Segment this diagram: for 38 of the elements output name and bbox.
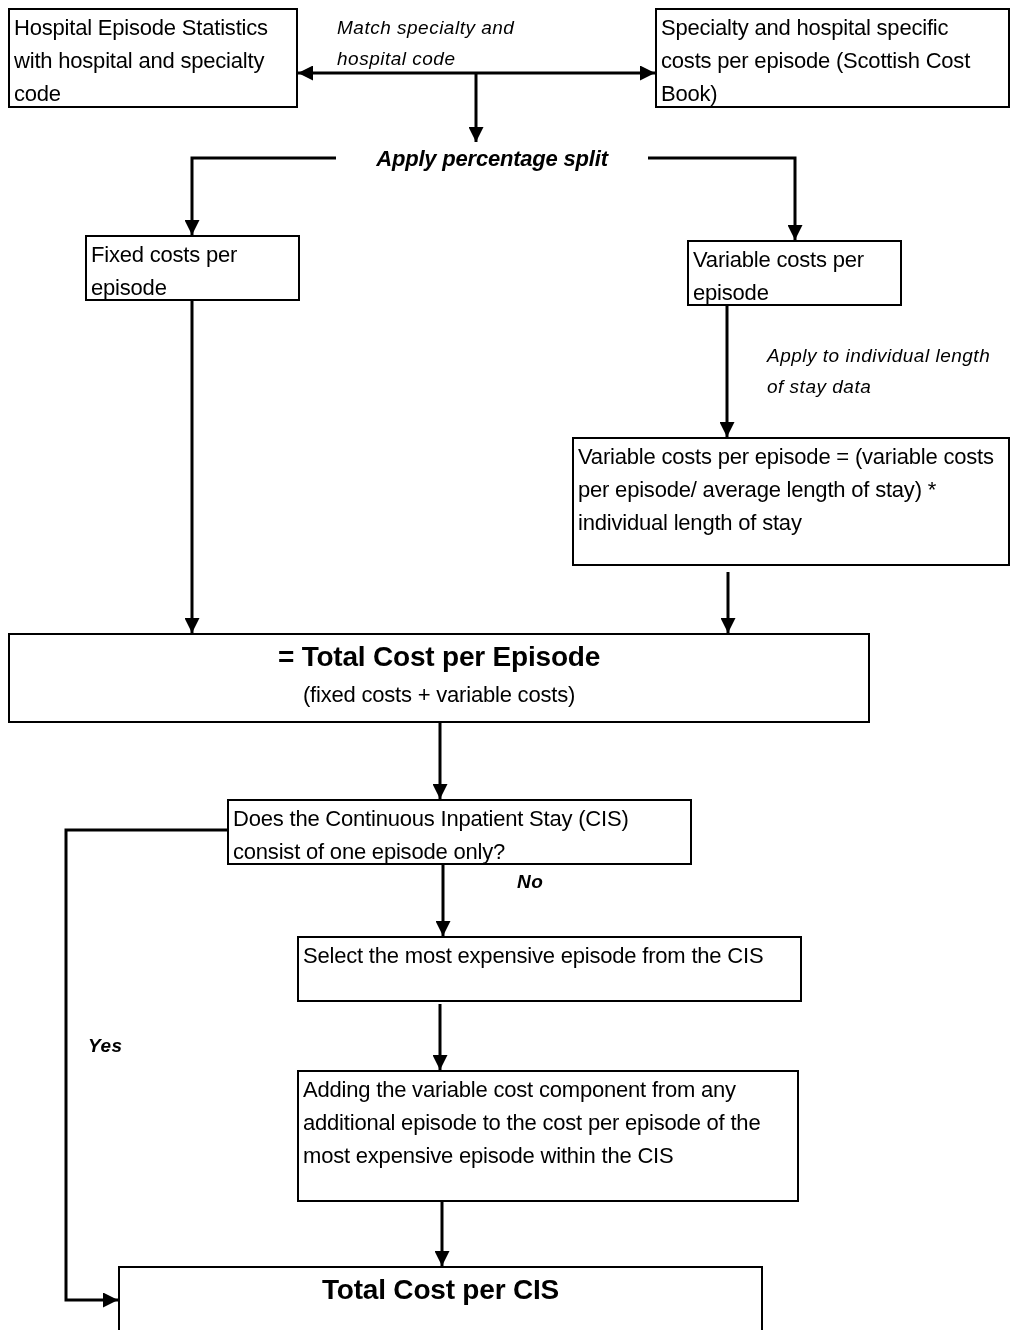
box-text: Adding the variable cost component from any additional episode to the cost per episode of the most expensive episode within the CIS [303,1076,762,1170]
arrow [720,572,736,633]
arrow [432,723,448,799]
box-text: (fixed costs + variable costs) [302,681,576,709]
arrow [184,156,336,235]
box-text: Variable costs per episode = (variable costs per episode/ average length of stay) * individual length of stay [578,443,995,537]
process-box [687,240,902,306]
arrow [648,156,803,240]
box-title: = Total Cost per Episode [277,640,601,674]
process-box [655,8,1010,108]
process-box [8,633,870,723]
arrow [432,1004,448,1070]
edge-label: Match specialty and hospital code [337,16,516,72]
process-box [118,1266,763,1330]
box-title: Total Cost per CIS [322,1273,559,1307]
arrow [184,301,200,633]
arrow [64,828,227,1308]
arrow [298,65,655,81]
process-box [572,437,1010,566]
box-text: Hospital Episode Statistics with hospital and specialty code [14,14,269,108]
arrow [468,73,484,142]
arrow [434,1202,450,1266]
edge-label: Yes [88,1034,124,1058]
box-text: Select the most expensive episode from the CIS [303,942,764,970]
box-text: Fixed costs per episode [91,241,239,302]
edge-label: Apply to individual length of stay data [767,344,992,400]
process-box [85,235,300,301]
box-text: Specialty and hospital specific costs per episode (Scottish Cost Book) [661,14,972,108]
arrow [719,306,735,437]
process-box [227,799,692,865]
edge-label: No [517,870,545,894]
box-text: Variable costs per episode [693,246,865,307]
process-box [8,8,298,108]
process-box [297,936,802,1002]
process-box [297,1070,799,1202]
step-label: Apply percentage split [376,144,608,173]
arrow [435,865,451,936]
box-text: Does the Continuous Inpatient Stay (CIS) consist of one episode only? [233,805,630,866]
